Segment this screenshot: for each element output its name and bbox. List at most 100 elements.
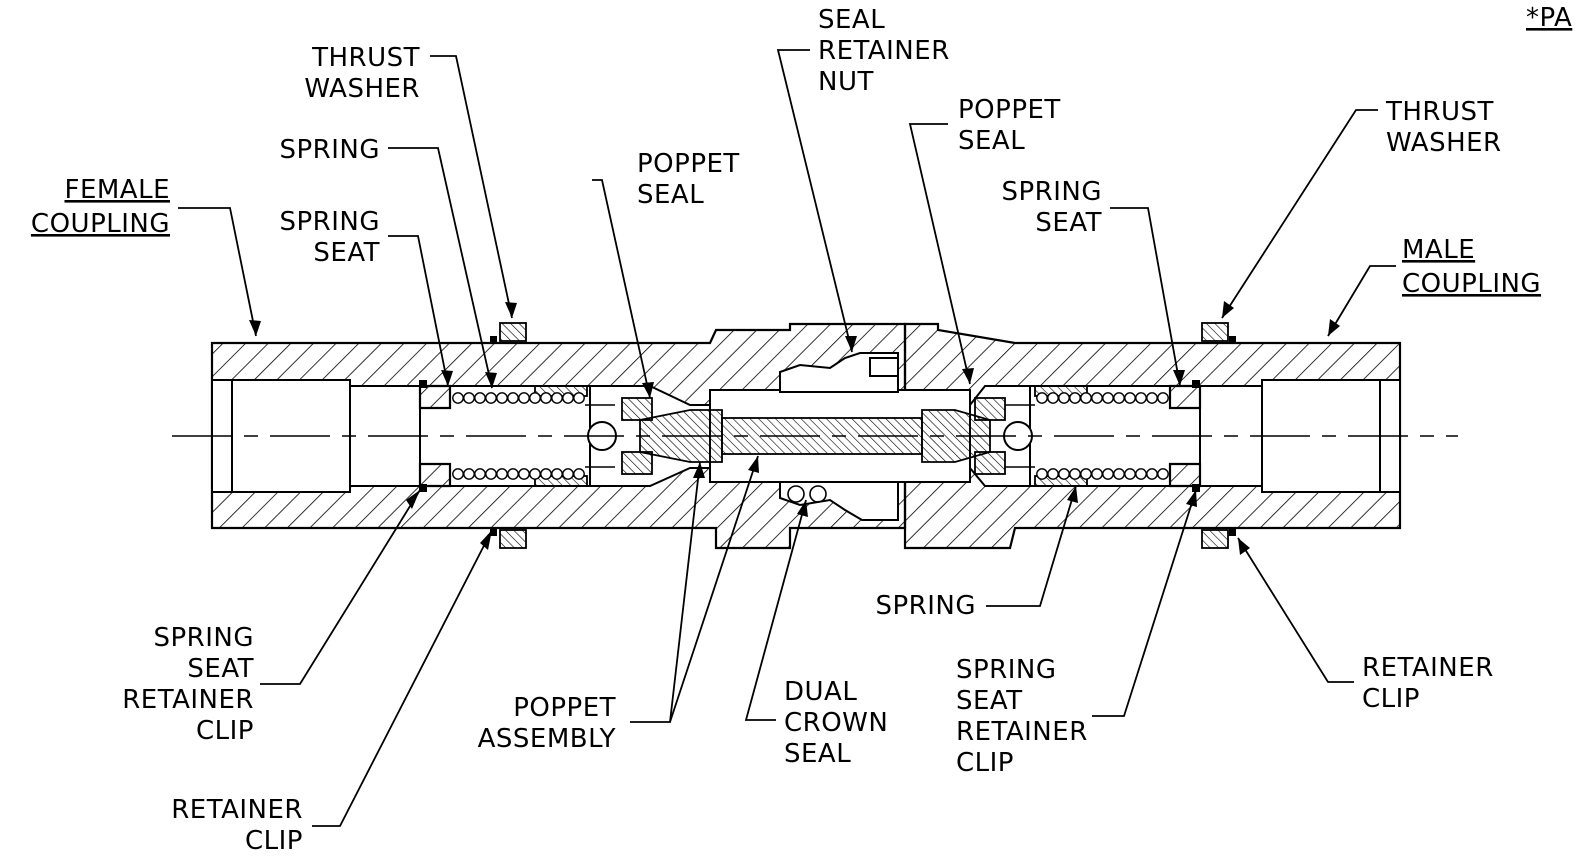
label-spring-left-top: SPRING	[279, 135, 380, 165]
label-line: CLIP	[196, 716, 254, 746]
spring-coil	[507, 468, 519, 480]
label-line: SEAT	[1035, 208, 1102, 238]
spring-coil	[496, 392, 508, 404]
spring-coil	[507, 392, 519, 404]
label-line: RETAINER	[818, 36, 950, 66]
label-line: CLIP	[1362, 684, 1420, 714]
label-line: RETAINER	[1362, 653, 1494, 683]
spring-coil	[518, 468, 530, 480]
label-line: SPRING	[1001, 177, 1102, 207]
retainer-clip-right-top	[1229, 336, 1236, 344]
spring-coil	[1047, 468, 1059, 480]
label-line: MALE	[1402, 235, 1475, 265]
label-line: ASSEMBLY	[478, 724, 616, 754]
label-line: POPPET	[637, 149, 740, 179]
spring-coil	[562, 392, 574, 404]
label-line: NUT	[818, 67, 874, 97]
dual-crown-seal	[779, 481, 899, 521]
spring-coil	[1069, 468, 1081, 480]
label-line: SPRING	[279, 135, 380, 165]
thrust-washer-left-bottom	[499, 529, 527, 549]
spring-coil	[1080, 392, 1092, 404]
spring-coil	[1113, 392, 1125, 404]
label-line: SPRING	[153, 623, 254, 653]
label-line: SPRING	[279, 207, 380, 237]
label-female-coupling: FEMALE COUPLING	[31, 175, 170, 239]
label-line: RETAINER	[956, 717, 1088, 747]
label-line: SPRING	[875, 591, 976, 621]
label-spring-right-bottom: SPRING	[875, 591, 976, 621]
spring-seat-clip-left-bottom	[419, 484, 427, 492]
spring-coil	[529, 392, 541, 404]
retainer-clip-left-bottom	[490, 528, 497, 536]
spring-coil	[540, 468, 552, 480]
spring-coil	[1135, 468, 1147, 480]
spring-coil	[540, 392, 552, 404]
spring-coil	[551, 392, 563, 404]
label-line: RETAINER	[171, 795, 303, 825]
spring-coil	[485, 392, 497, 404]
label-line: FEMALE	[64, 175, 170, 205]
spring-coil	[452, 468, 464, 480]
spring-coil	[518, 392, 530, 404]
label-line: SPRING	[956, 655, 1057, 685]
spring-coil	[1102, 392, 1114, 404]
label-line: WASHER	[304, 74, 420, 104]
spring-coil	[562, 468, 574, 480]
spring-coil	[1058, 392, 1070, 404]
spring-coil	[1124, 468, 1136, 480]
thrust-washer-right-bottom	[1201, 529, 1229, 549]
spring-coil	[1091, 392, 1103, 404]
label-line: CLIP	[245, 826, 303, 856]
thrust-washer-right-top	[1201, 322, 1229, 342]
label-line: POPPET	[513, 693, 616, 723]
spring-coil	[1058, 468, 1070, 480]
label-line: SEAT	[313, 238, 380, 268]
spring-coil	[1091, 468, 1103, 480]
spring-coil	[1102, 468, 1114, 480]
spring-coil	[474, 392, 486, 404]
label-line: COUPLING	[31, 209, 170, 239]
label-line: THRUST	[311, 43, 420, 73]
retainer-clip-right-bottom	[1229, 528, 1236, 536]
retainer-clip-left-top	[490, 336, 497, 344]
spring-coil	[573, 392, 585, 404]
label-line: COUPLING	[1402, 269, 1541, 299]
spring-seat-left	[418, 384, 452, 410]
spring-seat-clip-right-bottom	[1192, 484, 1200, 492]
spring-seat-clip-right-top	[1192, 380, 1200, 388]
thrust-washer-left-top	[499, 322, 527, 342]
spring-coil	[529, 468, 541, 480]
spring-coil	[1146, 392, 1158, 404]
label-line: RETAINER	[122, 685, 254, 715]
spring-coil	[474, 468, 486, 480]
spring-coil	[485, 468, 497, 480]
leader-lines	[178, 49, 1396, 827]
label-line: SEAT	[956, 686, 1023, 716]
label-line: SEAT	[187, 654, 254, 684]
spring-coil	[1036, 392, 1048, 404]
label-line: SEAL	[958, 126, 1025, 156]
label-line: CLIP	[956, 748, 1014, 778]
spring-seat-clip-left-top	[419, 380, 427, 388]
spring-coil	[463, 468, 475, 480]
spring-right	[1036, 392, 1169, 480]
spring-coil	[452, 392, 464, 404]
label-line: SEAL	[818, 5, 885, 35]
spring-coil	[1069, 392, 1081, 404]
label-line: DUAL	[784, 677, 857, 707]
label-line: SEAL	[784, 739, 851, 769]
label-line: SEAL	[637, 180, 704, 210]
spring-left	[452, 392, 585, 480]
label-line: CROWN	[784, 708, 888, 738]
spring-seat-right	[1168, 384, 1202, 410]
